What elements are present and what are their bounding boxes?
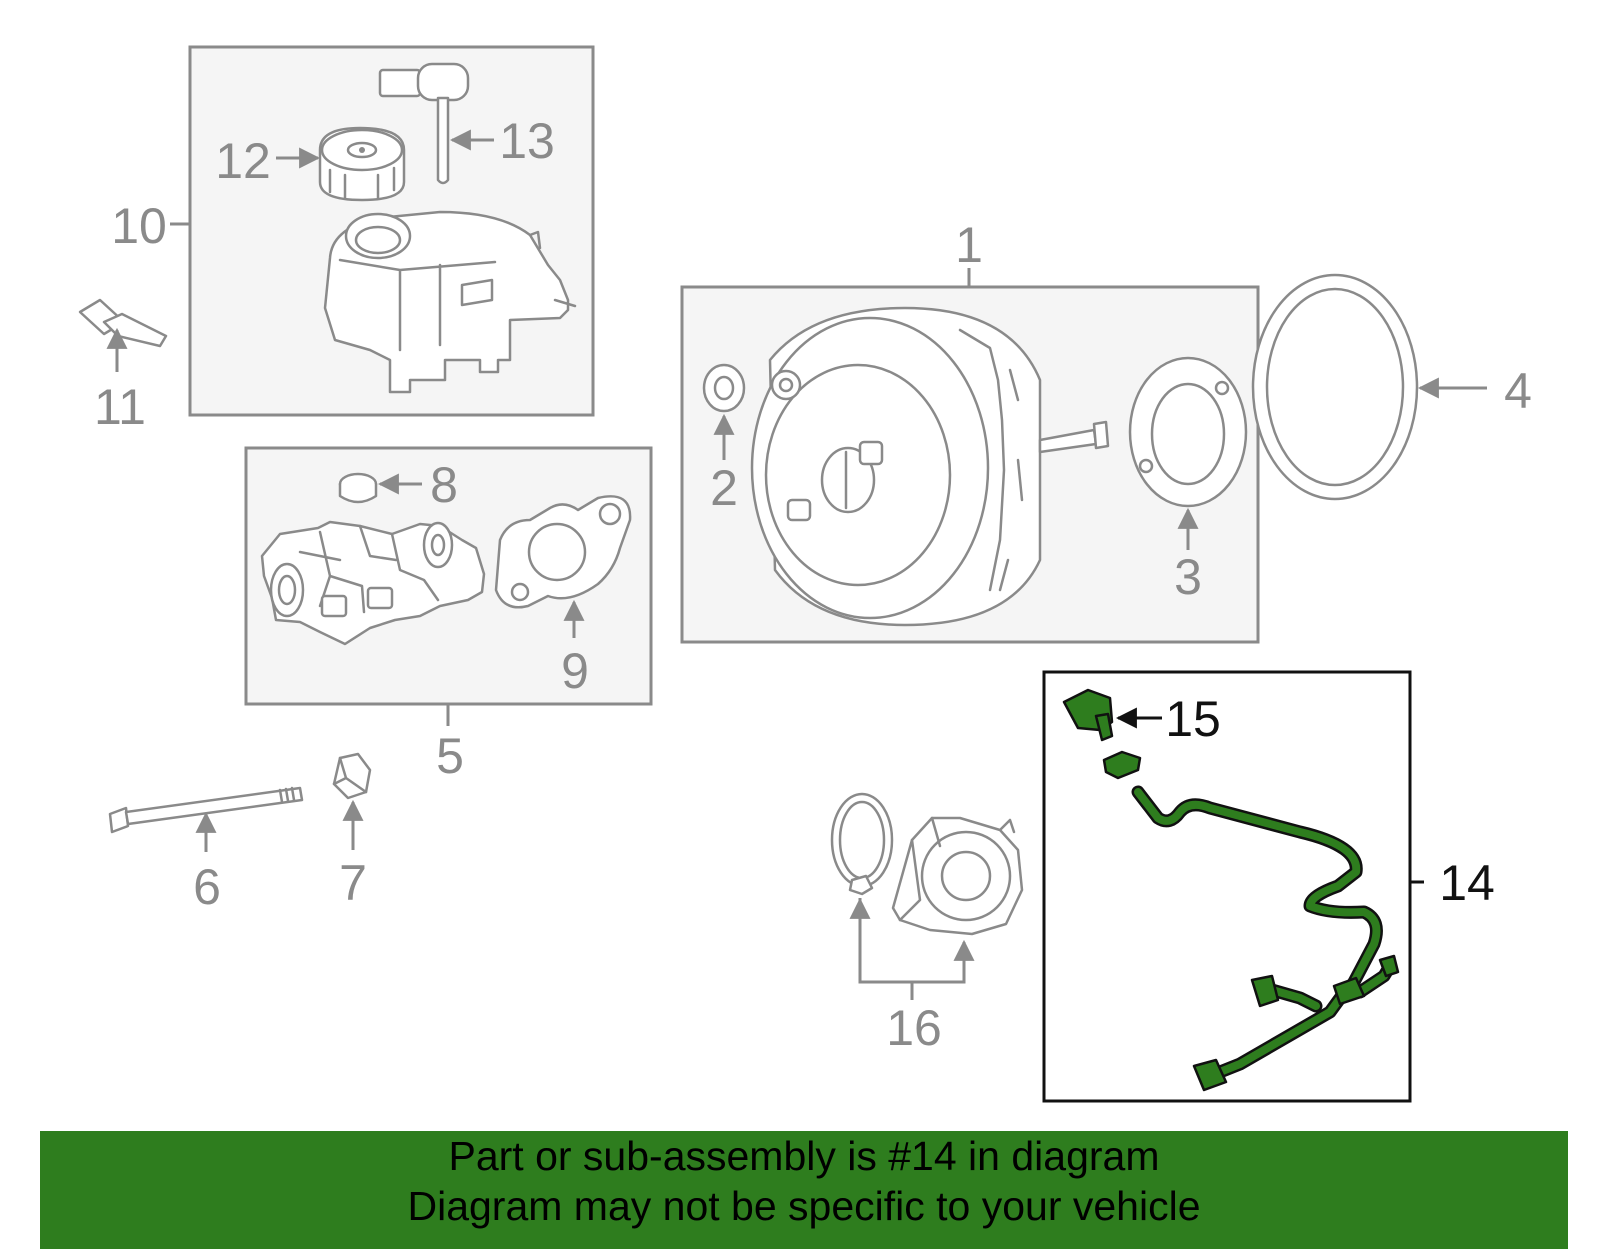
- banner-line-2: Diagram may not be specific to your vehi…: [407, 1183, 1201, 1229]
- callout-labels: 1 2 3 4 5 6 7 8 9 10 11 12 13 14 15 16: [94, 113, 1532, 1056]
- hose-clamp[interactable]: [1102, 750, 1142, 780]
- leader-lines: [106, 129, 1487, 1000]
- callout-9: 9: [561, 643, 589, 699]
- callout-6: 6: [193, 859, 221, 915]
- banner-line-1: Part or sub-assembly is #14 in diagram: [448, 1133, 1160, 1179]
- callout-4: 4: [1504, 363, 1532, 419]
- callout-2: 2: [710, 460, 738, 516]
- reservoir-grommet[interactable]: [338, 472, 378, 504]
- mounting-bolt[interactable]: [108, 786, 304, 834]
- info-banner: Part or sub-assembly is #14 in diagram D…: [40, 1131, 1568, 1249]
- callout-14: 14: [1439, 855, 1495, 911]
- callout-13: 13: [499, 113, 555, 169]
- reservoir-assembly-group[interactable]: [188, 45, 595, 417]
- callout-7: 7: [339, 855, 367, 911]
- fluid-level-sensor[interactable]: [378, 62, 470, 185]
- master-cylinder-gasket[interactable]: [494, 495, 632, 609]
- booster-gasket[interactable]: [1128, 356, 1248, 508]
- master-cylinder[interactable]: [260, 520, 486, 646]
- vacuum-hose[interactable]: [1131, 785, 1400, 1092]
- booster-seal[interactable]: [702, 363, 746, 413]
- callout-12: 12: [215, 133, 271, 189]
- booster-seal-ring[interactable]: [1251, 273, 1419, 501]
- vacuum-pump-seal[interactable]: [830, 792, 894, 896]
- callout-10: 10: [111, 198, 167, 254]
- master-cylinder-group[interactable]: [244, 446, 653, 706]
- reservoir-body[interactable]: [323, 210, 577, 394]
- brake-booster[interactable]: [750, 306, 1110, 627]
- callout-11: 11: [94, 379, 146, 435]
- check-valve[interactable]: [1062, 688, 1114, 742]
- vacuum-pump[interactable]: [891, 816, 1024, 936]
- group-14-box: [1042, 670, 1412, 1103]
- callout-16: 16: [886, 1000, 942, 1056]
- mounting-nut[interactable]: [332, 752, 372, 800]
- callout-5: 5: [436, 728, 464, 784]
- callout-15: 15: [1165, 691, 1221, 747]
- pin-part[interactable]: [78, 298, 168, 348]
- vacuum-hose-group[interactable]: [1042, 670, 1412, 1103]
- callout-8: 8: [430, 457, 458, 513]
- reservoir-cap[interactable]: [318, 126, 406, 202]
- callout-3: 3: [1174, 549, 1202, 605]
- brake-booster-group[interactable]: [680, 285, 1260, 644]
- callout-1: 1: [955, 217, 983, 273]
